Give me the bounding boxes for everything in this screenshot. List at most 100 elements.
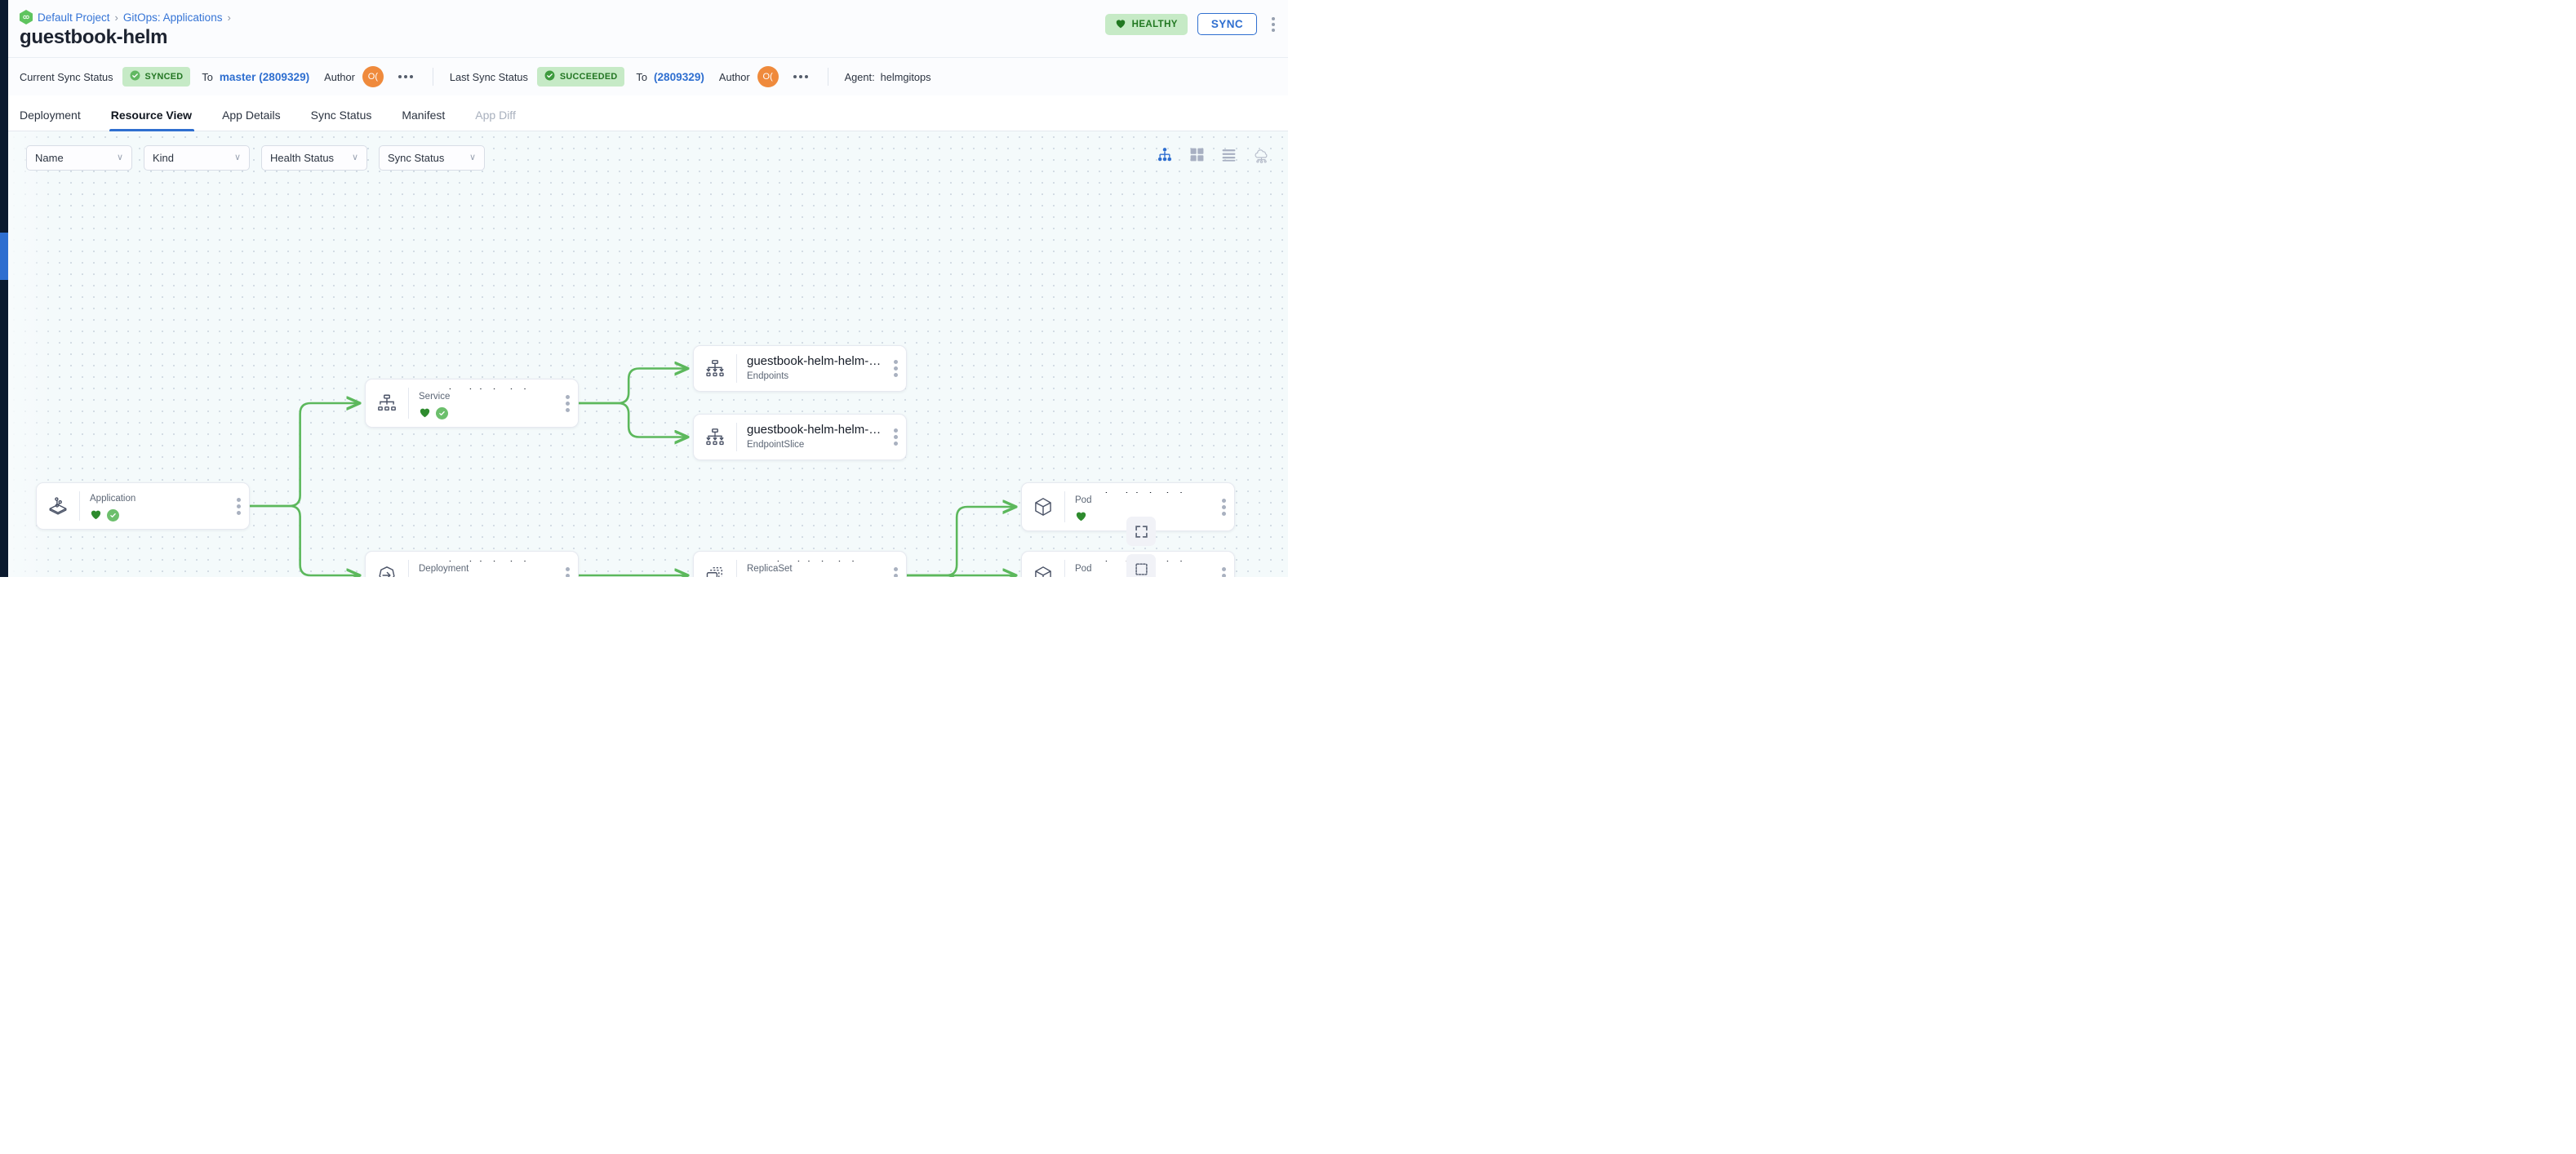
last-to-label: To xyxy=(636,70,647,83)
agent-info: Agent: helmgitops xyxy=(845,71,931,83)
node-kebab-menu-icon[interactable] xyxy=(1213,552,1234,577)
filter-label: Kind xyxy=(153,152,175,164)
node-kind: EndpointSlice xyxy=(747,440,805,451)
header-actions: HEALTHY SYNC xyxy=(1104,13,1280,35)
tab-deployment[interactable]: Deployment xyxy=(20,109,81,122)
agent-label: Agent: xyxy=(844,70,875,83)
status-badge-healthy[interactable]: HEALTHY xyxy=(1104,13,1188,35)
avatar[interactable]: O( xyxy=(757,66,779,87)
chevron-down-icon: ∨ xyxy=(233,153,241,162)
graph-node-service[interactable]: guestbook-helm-helm-g…Service xyxy=(365,379,579,428)
graph-edge xyxy=(579,402,687,437)
node-kebab-menu-icon[interactable] xyxy=(557,552,578,577)
graph-node-endpointslice[interactable]: guestbook-helm-helm-g…EndpointSlice xyxy=(693,414,907,460)
graph-edge xyxy=(250,504,359,575)
node-kind: Endpoints xyxy=(747,371,789,382)
tree-view-icon[interactable] xyxy=(1157,147,1173,167)
divider xyxy=(736,354,737,383)
current-author-label: Author xyxy=(324,70,355,83)
pod-icon xyxy=(1022,552,1064,577)
divider xyxy=(1064,560,1065,577)
last-sync-status-chip: SUCCEEDED xyxy=(536,67,625,87)
divider xyxy=(79,491,80,521)
network-view-icon[interactable] xyxy=(1253,146,1270,167)
tab-app-details[interactable]: App Details xyxy=(222,109,281,122)
sync-button[interactable]: SYNC xyxy=(1197,13,1257,35)
node-name: guestbook-helm-helm-g… xyxy=(419,559,557,561)
filter-label: Health Status xyxy=(270,152,335,164)
endpoints-icon xyxy=(694,346,736,391)
graph-node-application[interactable]: guestbook-helmApplication xyxy=(36,482,250,530)
sync-check-icon xyxy=(107,508,119,522)
graph-edge xyxy=(579,369,687,405)
node-kebab-menu-icon[interactable] xyxy=(1213,483,1234,530)
breadcrumb-item-default-project[interactable]: Default Project xyxy=(38,11,110,24)
sync-status-filter[interactable]: Sync Status∨ xyxy=(379,145,485,171)
node-body: guestbook-helm-helm-g…ReplicaSet xyxy=(737,552,885,577)
last-overflow-icon[interactable] xyxy=(790,72,811,82)
kebab-menu-icon[interactable] xyxy=(1267,16,1280,33)
last-sync-status-text: SUCCEEDED xyxy=(559,72,618,82)
replicaset-icon xyxy=(694,552,736,577)
breadcrumb-item-gitops-applications[interactable]: GitOps: Applications xyxy=(122,11,223,24)
current-overflow-icon[interactable] xyxy=(395,72,416,82)
resource-graph-canvas[interactable]: Name∨ Kind ∨ Health Status ∨ Sync Status∨ xyxy=(8,131,1288,577)
page-title: guestbook-helm xyxy=(20,26,168,48)
node-kebab-menu-icon[interactable] xyxy=(885,552,906,577)
fullscreen-button[interactable] xyxy=(1126,517,1156,546)
node-status-badges xyxy=(90,508,228,522)
tab-sync-status[interactable]: Sync Status xyxy=(310,109,372,122)
check-circle-icon xyxy=(544,70,555,83)
last-revision-link[interactable]: (2809329) xyxy=(653,70,704,83)
divider xyxy=(736,560,737,577)
last-sync-status-label: Last Sync Status xyxy=(449,70,528,83)
chevron-down-icon: ∨ xyxy=(351,153,358,162)
deployment-icon xyxy=(366,552,408,577)
selection-button[interactable] xyxy=(1126,554,1156,577)
app-header: Default Project › GitOps: Applications ›… xyxy=(8,0,1288,57)
node-kind: Deployment xyxy=(419,564,469,575)
tab-resource-view[interactable]: Resource View xyxy=(109,109,207,131)
node-name: guestbook-helm-helm-g… xyxy=(747,559,885,561)
graph-edge xyxy=(250,403,359,508)
filter-label: Name xyxy=(35,152,64,164)
node-kebab-menu-icon[interactable] xyxy=(228,483,249,529)
check-circle-icon xyxy=(130,70,140,83)
node-name: guestbook-helm xyxy=(90,490,228,491)
list-view-icon[interactable] xyxy=(1221,147,1237,166)
graph-edge xyxy=(907,507,1015,577)
node-kind: Application xyxy=(90,494,136,504)
node-kebab-menu-icon[interactable] xyxy=(885,346,906,391)
breadcrumb-separator: › xyxy=(227,11,231,24)
node-body: guestbook-helmApplication xyxy=(80,483,228,529)
agent-name: helmgitops xyxy=(880,70,931,83)
view-mode-switcher xyxy=(1157,146,1270,167)
heart-icon xyxy=(1115,18,1126,31)
kind-filter[interactable]: Kind ∨ xyxy=(144,145,250,171)
graph-node-deployment[interactable]: guestbook-helm-helm-g… Deployment xyxy=(365,551,579,577)
pod-icon xyxy=(1022,483,1064,530)
grid-view-icon[interactable] xyxy=(1189,147,1205,166)
tab-manifest[interactable]: Manifest xyxy=(402,109,446,122)
left-nav-rail[interactable] xyxy=(0,0,8,577)
node-kebab-menu-icon[interactable] xyxy=(557,379,578,427)
breadcrumb-separator: › xyxy=(114,11,118,24)
project-logo-icon xyxy=(20,10,33,24)
graph-node-endpoints[interactable]: guestbook-helm-helm-g…Endpoints xyxy=(693,345,907,392)
node-kind: Pod xyxy=(1075,564,1092,575)
health-status-filter[interactable]: Health Status ∨ xyxy=(261,145,367,171)
service-icon xyxy=(366,379,408,427)
name-filter[interactable]: Name∨ xyxy=(26,145,132,171)
node-body: guestbook-helm-helm-g…Pod xyxy=(1065,483,1213,530)
node-kind: Service xyxy=(419,392,451,402)
node-body: guestbook-helm-helm-g…Pod xyxy=(1065,552,1213,577)
left-nav-active-indicator xyxy=(0,233,8,280)
divider xyxy=(408,388,409,419)
graph-node-replicaset[interactable]: guestbook-helm-helm-g…ReplicaSet xyxy=(693,551,907,577)
graph-edge xyxy=(907,574,955,577)
current-revision-link[interactable]: master (2809329) xyxy=(219,70,310,83)
tab-app-diff: App Diff xyxy=(475,109,516,122)
node-kebab-menu-icon[interactable] xyxy=(885,415,906,459)
avatar[interactable]: O( xyxy=(362,66,384,87)
last-author-label: Author xyxy=(718,70,750,83)
